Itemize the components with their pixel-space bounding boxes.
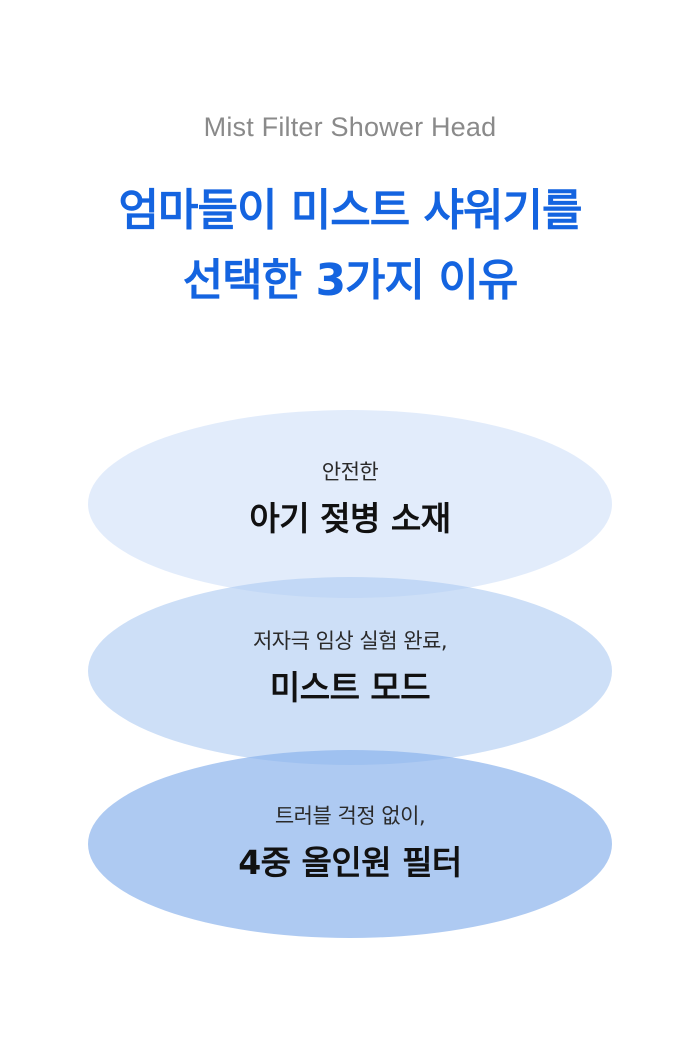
reason-ellipse-2 [88, 577, 612, 765]
reason-1-title: 아기 젖병 소재 [249, 499, 451, 538]
reason-3: 트러블 걱정 없이, 4중 올인원 필터 [88, 800, 612, 884]
reason-2-caption: 저자극 임상 실험 완료, [252, 629, 448, 653]
headline-line-2: 선택한 3가지 이유 [182, 255, 519, 306]
headline: 엄마들이 미스트 샤워기를 선택한 3가지 이유 [0, 176, 700, 316]
reason-3-caption: 트러블 걱정 없이, [274, 804, 426, 828]
reason-ellipse-3 [88, 750, 612, 938]
headline-line-1: 엄마들이 미스트 샤워기를 [118, 185, 583, 236]
subtitle: Mist Filter Shower Head [203, 112, 497, 142]
reason-2-title: 미스트 모드 [269, 668, 431, 707]
reason-1-caption: 안전한 [321, 460, 379, 484]
reason-3-title: 4중 올인원 필터 [238, 843, 462, 882]
reason-1: 안전한 아기 젖병 소재 [88, 456, 612, 540]
reason-2: 저자극 임상 실험 완료, 미스트 모드 [88, 625, 612, 709]
reason-ellipse-1 [88, 410, 612, 598]
